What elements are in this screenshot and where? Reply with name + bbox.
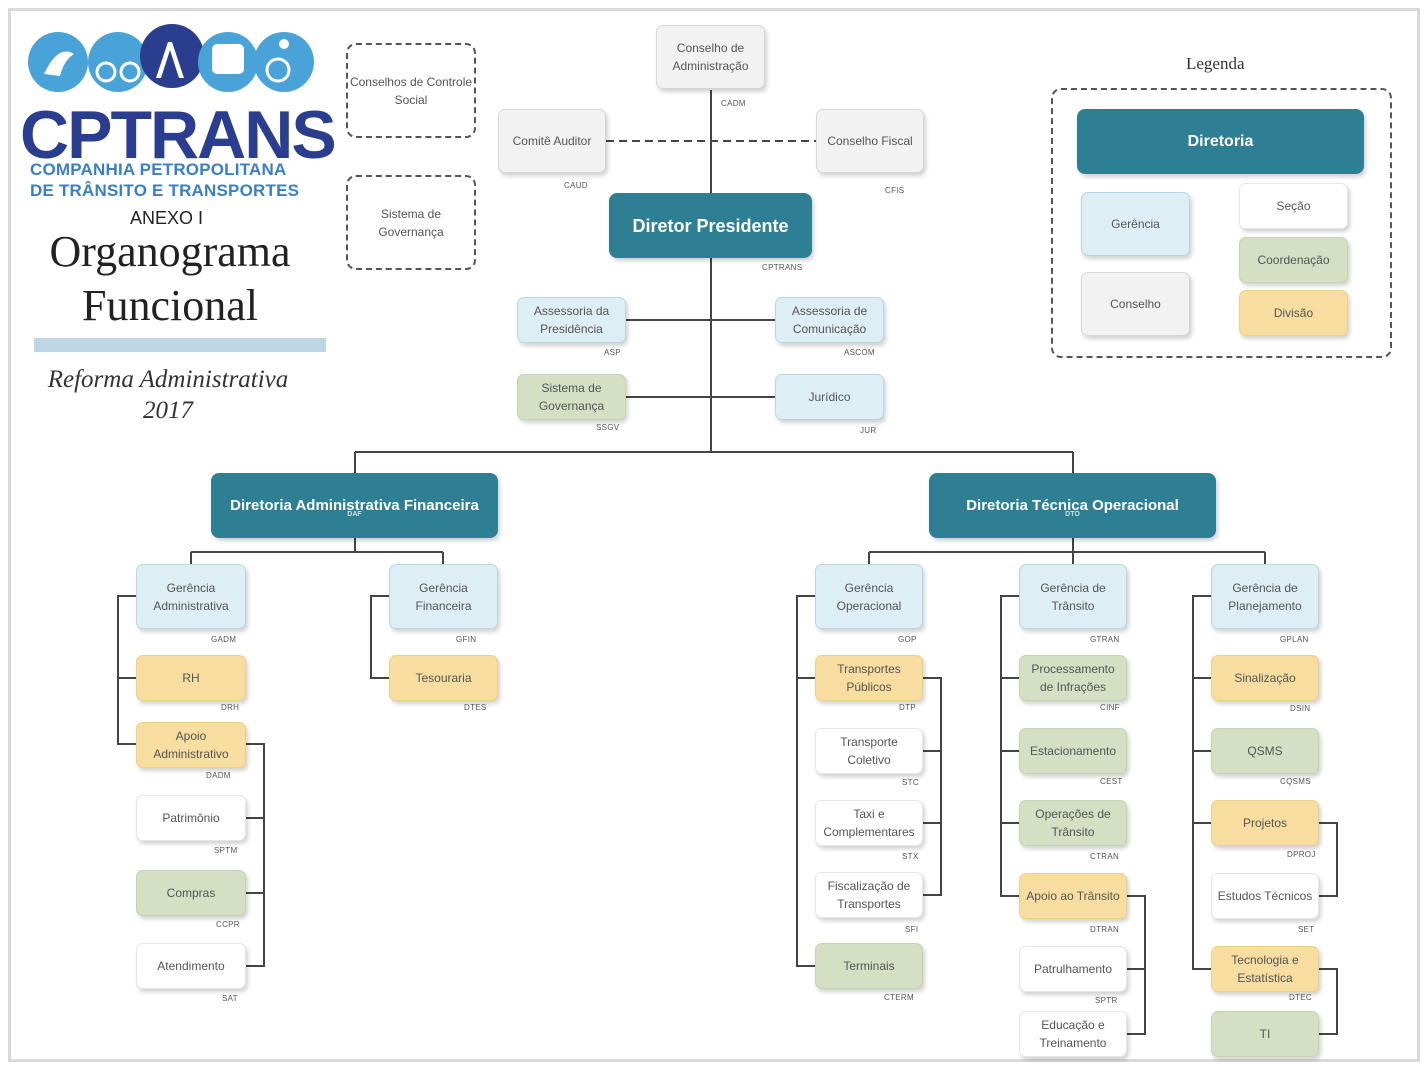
abbr-dtec: DTEC bbox=[1289, 993, 1312, 1002]
abbr-sptr: SPTR bbox=[1095, 996, 1118, 1005]
page-frame bbox=[8, 8, 1420, 1062]
abbr-ccpr: CCPR bbox=[216, 920, 240, 929]
abbr-drh: DRH bbox=[221, 703, 240, 712]
reform-year: 2017 bbox=[143, 397, 193, 424]
node-sat: Atendimento bbox=[136, 943, 246, 989]
node-cinf: Processamento de Infrações bbox=[1019, 655, 1127, 701]
node-dadm: Apoio Administrativo bbox=[136, 722, 246, 768]
node-dtran: Apoio ao Trânsito bbox=[1019, 873, 1127, 919]
node-gadm: Gerência Administrativa bbox=[136, 564, 246, 629]
page-title-line1: Organograma bbox=[49, 227, 291, 276]
node-dtes: Tesouraria bbox=[389, 655, 498, 701]
legend-diretoria: Diretoria bbox=[1077, 109, 1364, 174]
node-gop: Gerência Operacional bbox=[815, 564, 923, 629]
node-diretor-presidente: Diretor Presidente bbox=[609, 193, 812, 258]
node-caud: Comitê Auditor bbox=[498, 109, 606, 173]
reform-label: Reforma Administrativa bbox=[47, 366, 289, 393]
abbr-cinf: CINF bbox=[1100, 703, 1120, 712]
node-sptr: Patrulhamento bbox=[1019, 946, 1127, 992]
abbr-ctran: CTRAN bbox=[1090, 852, 1120, 861]
abbr-dtes: DTES bbox=[464, 703, 487, 712]
abbr-dto: DTO bbox=[1065, 511, 1080, 518]
abbr-ascom: ASCOM bbox=[844, 348, 875, 357]
title-underline-bar bbox=[34, 338, 326, 352]
legend-gerencia: Gerência bbox=[1081, 192, 1190, 256]
legend-box bbox=[1051, 88, 1392, 358]
abbr-stx: STX bbox=[902, 852, 919, 861]
abbr-ssgv: SSGV bbox=[596, 423, 620, 432]
node-cadm: Conselho de Administração bbox=[656, 25, 765, 89]
node-dproj: Projetos bbox=[1211, 800, 1319, 846]
abbr-gadm: GADM bbox=[211, 635, 237, 644]
node-cterm: Terminais bbox=[815, 943, 923, 989]
node-asp: Assessoria da Presidência bbox=[517, 297, 626, 343]
node-stx: Taxi e Complementares bbox=[815, 800, 923, 846]
conselhos-controle-social-box: Conselhos de Controle Social bbox=[346, 43, 476, 138]
abbr-dsin: DSIN bbox=[1290, 704, 1311, 713]
abbr-daf: DAF bbox=[347, 511, 362, 518]
node-cest: Estacionamento bbox=[1019, 728, 1127, 774]
logo-wordmark: CPTRANS bbox=[20, 97, 337, 173]
abbr-cterm: CTERM bbox=[884, 993, 914, 1002]
abbr-jur: JUR bbox=[860, 426, 877, 435]
daf-label: Diretoria Administrativa Financeira bbox=[230, 496, 479, 514]
abbr-gop: GOP bbox=[898, 635, 917, 644]
node-cti: TI bbox=[1211, 1011, 1319, 1057]
abbr-dtran: DTRAN bbox=[1090, 925, 1120, 934]
node-drh: RH bbox=[136, 655, 246, 701]
node-daf: Diretoria Administrativa Financeira DAF bbox=[211, 473, 498, 538]
legend-coordenacao: Coordenação bbox=[1239, 237, 1348, 283]
abbr-dproj: DPROJ bbox=[1287, 850, 1316, 859]
node-cqsms: QSMS bbox=[1211, 728, 1319, 774]
logo-subtitle-line2: DE TRÂNSITO E TRANSPORTES bbox=[30, 181, 300, 200]
node-dto: Diretoria Técnica Operacional DTO bbox=[929, 473, 1216, 538]
node-cfis: Conselho Fiscal bbox=[816, 109, 924, 173]
node-jur: Jurídico bbox=[775, 374, 884, 420]
node-dtec: Tecnologia e Estatística bbox=[1211, 946, 1319, 992]
node-gplan: Gerência de Planejamento bbox=[1211, 564, 1319, 629]
legend-title: Legenda bbox=[1186, 54, 1245, 73]
dto-label: Diretoria Técnica Operacional bbox=[966, 496, 1179, 514]
abbr-sat: SAT bbox=[222, 994, 238, 1003]
node-gtran: Gerência de Trânsito bbox=[1019, 564, 1127, 629]
page-title-line2: Funcional bbox=[82, 281, 258, 330]
node-ctran: Operações de Trânsito bbox=[1019, 800, 1127, 846]
logo-pictograms-icon bbox=[28, 24, 314, 92]
legend-conselho: Conselho bbox=[1081, 272, 1190, 336]
node-sfi: Fiscalização de Transportes bbox=[815, 872, 923, 918]
abbr-sptm: SPTM bbox=[214, 846, 238, 855]
abbr-gplan: GPLAN bbox=[1280, 635, 1309, 644]
abbr-sfi: SFI bbox=[905, 925, 919, 934]
node-ascom: Assessoria de Comunicação bbox=[775, 297, 884, 343]
abbr-stc: STC bbox=[902, 778, 919, 787]
node-set: Estudos Técnicos bbox=[1211, 873, 1319, 919]
annex-label: ANEXO I bbox=[130, 208, 204, 228]
abbr-cptrans: CPTRANS bbox=[762, 263, 803, 272]
abbr-cest: CEST bbox=[1100, 777, 1123, 786]
node-gfin: Gerência Financeira bbox=[389, 564, 498, 629]
node-sedt: Educação e Treinamento bbox=[1019, 1011, 1127, 1057]
node-ccpr: Compras bbox=[136, 870, 246, 916]
abbr-cqsms: CQSMS bbox=[1280, 777, 1311, 786]
abbr-gtran: GTRAN bbox=[1090, 635, 1120, 644]
legend-divisao: Divisão bbox=[1239, 290, 1348, 336]
sistema-governanca-side-box: Sistema de Governança bbox=[346, 175, 476, 270]
abbr-cfis: CFIS bbox=[885, 186, 905, 195]
abbr-set: SET bbox=[1298, 925, 1315, 934]
abbr-cadm: CADM bbox=[721, 99, 746, 108]
node-dsin: Sinalização bbox=[1211, 655, 1319, 701]
node-sptm: Patrimônio bbox=[136, 795, 246, 841]
abbr-dadm: DADM bbox=[206, 771, 231, 780]
node-ssgv: Sistema de Governança bbox=[517, 374, 626, 420]
abbr-asp: ASP bbox=[604, 348, 621, 357]
abbr-dtp: DTP bbox=[899, 703, 916, 712]
logo-subtitle-line1: COMPANHIA PETROPOLITANA bbox=[30, 160, 287, 179]
abbr-gfin: GFIN bbox=[456, 635, 477, 644]
node-stc: Transporte Coletivo bbox=[815, 728, 923, 774]
node-dtp: Transportes Públicos bbox=[815, 655, 923, 701]
legend-secao: Seção bbox=[1239, 183, 1348, 229]
abbr-caud: CAUD bbox=[564, 181, 588, 190]
